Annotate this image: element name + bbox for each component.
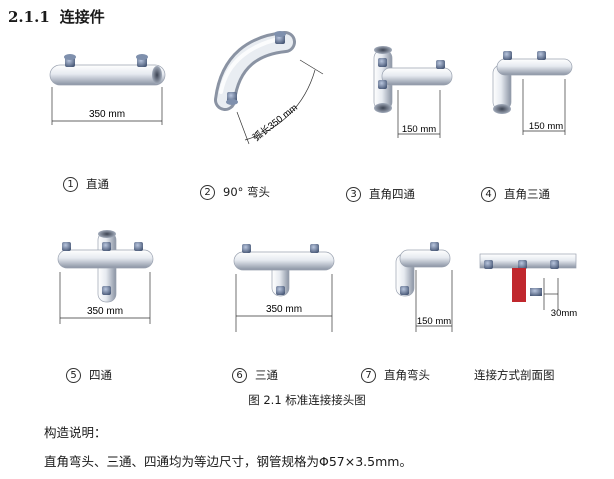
item-label: 直角三通	[504, 187, 550, 201]
fitting-right-elbow-figure: 150 mm	[395, 242, 453, 332]
item-number: 3	[346, 186, 361, 202]
dimension-label: 30mm	[551, 308, 577, 319]
item-caption: 2 90° 弯头	[200, 184, 270, 200]
item-caption: 连接方式剖面图	[474, 367, 555, 383]
connection-section-figure: 30mm	[479, 253, 577, 319]
figure-caption: 图 2.1 标准连接接头图	[248, 393, 366, 407]
clamp-icon	[226, 92, 238, 105]
dimension-label: 150 mm	[402, 124, 436, 135]
clamp-icon	[276, 286, 285, 295]
dimension-label: 350 mm	[89, 109, 125, 120]
item-caption: 6 三通	[232, 367, 278, 383]
item-caption: 4 直角三通	[481, 186, 550, 202]
clamp-icon	[136, 54, 148, 67]
item-label: 直角弯头	[384, 368, 430, 382]
fitting-threeway-figure: 350 mm	[233, 244, 335, 332]
item-number: 6	[232, 367, 247, 383]
clamp-icon	[134, 242, 143, 251]
clamp-icon	[400, 286, 409, 295]
item-number: 2	[200, 184, 215, 200]
dimension-label: 150 mm	[529, 121, 563, 132]
clamp-icon	[378, 80, 387, 89]
fitting-straight-figure: 350 mm	[49, 54, 166, 125]
item-label: 三通	[255, 368, 278, 382]
dimension-label: 350 mm	[87, 306, 123, 317]
notes-body: 直角弯头、三通、四通均为等边尺寸，钢管规格为Φ57×3.5mm。	[44, 454, 412, 469]
clamp-icon	[550, 260, 559, 269]
item-caption: 3 直角四通	[346, 186, 415, 202]
clamp-icon	[537, 51, 546, 60]
clamp-icon	[242, 244, 251, 253]
clamp-icon	[518, 260, 527, 269]
item-caption: 5 四通	[66, 367, 112, 383]
dimension-label: 350 mm	[266, 304, 302, 315]
clamp-icon	[430, 242, 439, 251]
clamp-icon	[378, 58, 387, 67]
item-number: 5	[66, 367, 81, 383]
clamp-icon	[102, 286, 111, 295]
clamp-icon	[503, 51, 512, 60]
clamp-icon	[102, 242, 111, 251]
fitting-tee-figure: 150 mm	[492, 51, 573, 135]
dimension-label: 150 mm	[417, 316, 451, 327]
item-number: 4	[481, 186, 496, 202]
fitting-fourway-figure: 350 mm	[57, 230, 154, 324]
fitting-elbow-figure: 弧长350 mm	[214, 31, 324, 145]
clamp-icon	[64, 54, 76, 67]
notes-title: 构造说明：	[44, 425, 107, 440]
item-label: 连接方式剖面图	[474, 368, 555, 382]
section-number: 2.1.1	[8, 8, 50, 26]
clamp-icon	[484, 260, 493, 269]
item-label: 直角四通	[369, 187, 415, 201]
item-caption: 7 直角弯头	[361, 367, 430, 383]
item-label: 90° 弯头	[223, 185, 271, 199]
clamp-icon	[310, 244, 319, 253]
clamp-icon	[436, 60, 445, 69]
clamp-icon	[62, 242, 71, 251]
clamp-icon	[274, 31, 286, 44]
section-heading: 2.1.1 连接件	[8, 6, 105, 27]
section-title: 连接件	[59, 8, 105, 26]
item-caption: 1 直通	[63, 176, 109, 192]
dimension-label: 弧长350 mm	[250, 101, 299, 143]
item-label: 直通	[86, 177, 109, 191]
fitting-cross-figure: 150 mm	[373, 46, 453, 138]
item-number: 7	[361, 367, 376, 383]
item-label: 四通	[89, 368, 112, 382]
item-number: 1	[63, 176, 78, 192]
